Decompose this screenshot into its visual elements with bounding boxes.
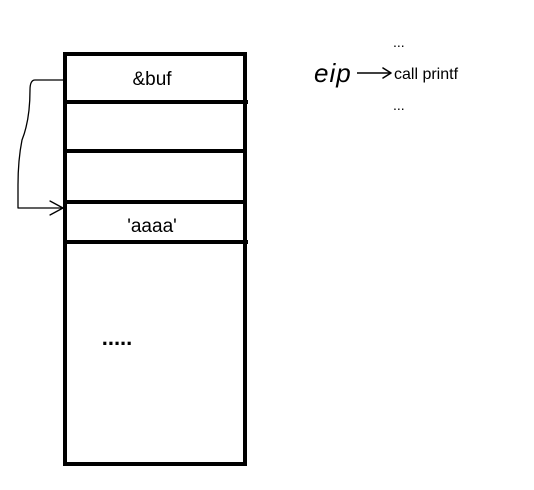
slot-label-aaaa: 'aaaa': [127, 216, 177, 237]
pointer-arrow: [17, 79, 65, 209]
code-ellipsis-bottom: ...: [393, 97, 405, 113]
eip-register-label: eip: [314, 58, 352, 88]
slot-label-more: .....: [102, 325, 133, 350]
pointer-arrowhead: [49, 200, 64, 216]
stack-frame: [63, 52, 247, 466]
slot-label-buf-address: &buf: [132, 69, 172, 90]
code-ellipsis-top: ...: [393, 34, 405, 50]
eip-arrowhead: [382, 67, 392, 79]
instruction-call-printf: call printf: [394, 66, 459, 83]
